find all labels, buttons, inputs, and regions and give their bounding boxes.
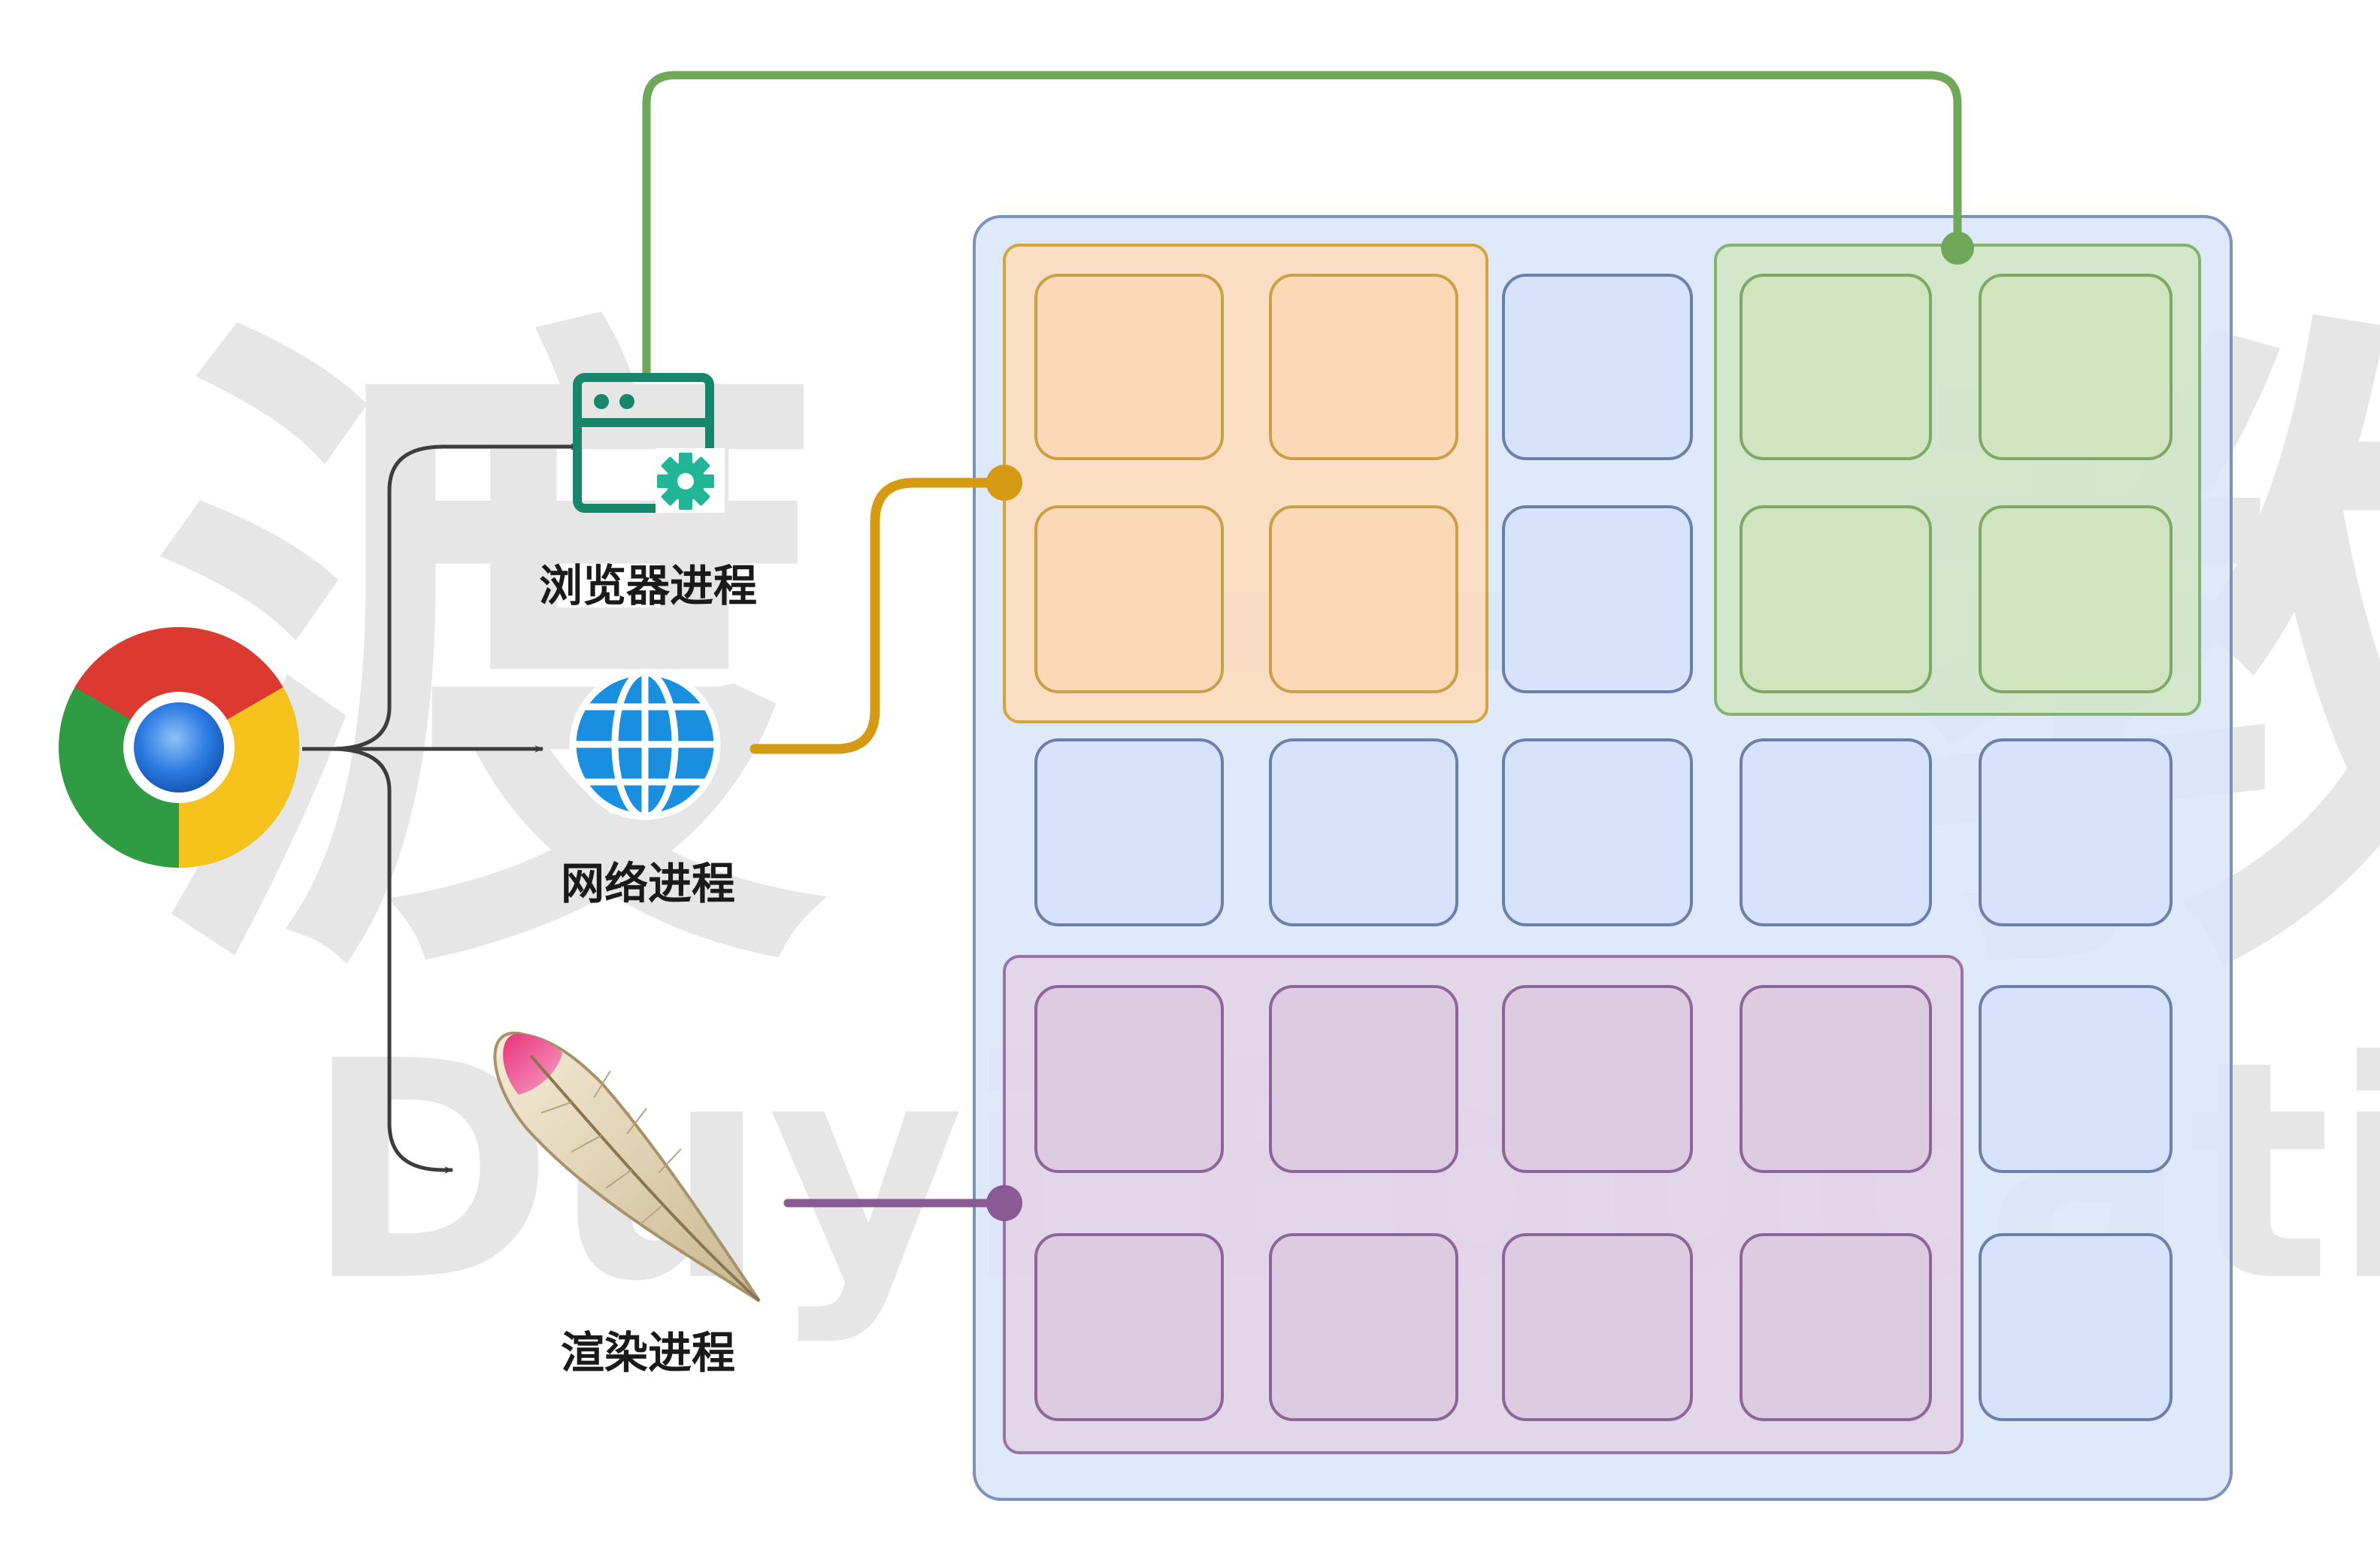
network-connector-dot [986, 465, 1022, 501]
memory-cell [1502, 1233, 1693, 1421]
branch-arrows [302, 443, 580, 1174]
memory-cell [1034, 274, 1224, 460]
feather-icon [493, 1032, 761, 1302]
memory-cell [1979, 505, 2173, 693]
memory-cell [1502, 274, 1693, 460]
memory-cell [1740, 985, 1932, 1173]
memory-cell [1502, 985, 1693, 1173]
memory-cell [1269, 985, 1458, 1173]
memory-cell [1269, 274, 1458, 460]
renderer-connector-dot [986, 1185, 1022, 1221]
memory-cell [1034, 505, 1224, 693]
renderer-process-label: 渲染进程 [560, 1327, 735, 1378]
memory-cell [1740, 505, 1932, 693]
memory-cell [1269, 1233, 1458, 1421]
chrome-logo-icon [59, 626, 300, 868]
memory-cell [1979, 985, 2173, 1173]
memory-cell [1502, 505, 1693, 693]
memory-cell [1269, 505, 1458, 693]
memory-cell [1034, 738, 1224, 926]
memory-cell [1979, 1233, 2173, 1421]
memory-cell [1269, 738, 1458, 926]
browser-connector-dot [1941, 232, 1974, 265]
memory-cell [1740, 274, 1932, 460]
memory-cell [1979, 738, 2173, 926]
browser-process-label: 浏览器进程 [538, 560, 757, 611]
browser-connector [642, 71, 1962, 380]
globe-icon [569, 668, 721, 820]
memory-cell [1034, 985, 1224, 1173]
network-process-label: 网络进程 [560, 858, 735, 909]
browser-window-gear-icon [573, 373, 725, 513]
memory-cell [1740, 738, 1932, 926]
memory-cell [1034, 1233, 1224, 1421]
memory-cell [1740, 1233, 1932, 1421]
memory-cell [1502, 738, 1693, 926]
network-connector [749, 477, 1010, 754]
memory-cell [1979, 274, 2173, 460]
